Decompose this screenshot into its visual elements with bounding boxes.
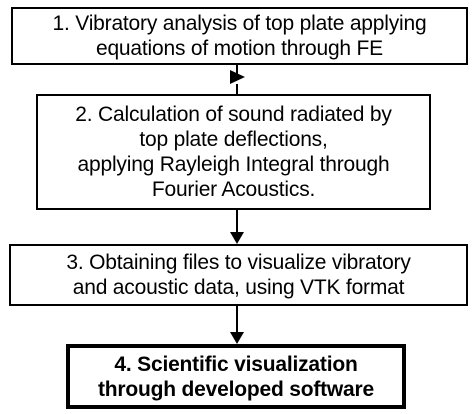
arrow-step-1-to-2 <box>230 65 245 94</box>
arrow-step-2-to-3 <box>230 210 244 244</box>
step-1-label: 1. Vibratory analysis of top plate apply… <box>52 12 427 60</box>
step-3-label: 3. Obtaining files to visualize vibrator… <box>66 251 411 299</box>
step-4-label: 4. Scientific visualization through deve… <box>98 352 374 401</box>
step-1-box: 1. Vibratory analysis of top plate apply… <box>11 7 468 65</box>
step-2-label: 2. Calculation of sound radiated by top … <box>75 103 392 201</box>
step-3-box: 3. Obtaining files to visualize vibrator… <box>9 244 468 306</box>
step-2-box: 2. Calculation of sound radiated by top … <box>36 94 431 210</box>
step-4-box: 4. Scientific visualization through deve… <box>66 344 406 409</box>
arrow-step-3-to-4 <box>230 306 244 344</box>
